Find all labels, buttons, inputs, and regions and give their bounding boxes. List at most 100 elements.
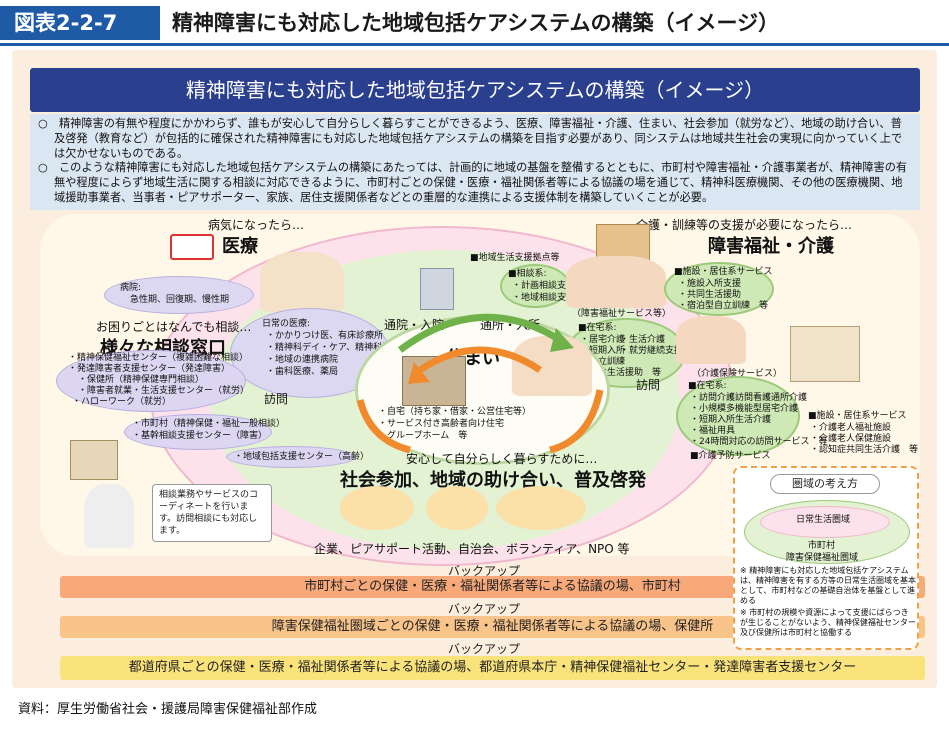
support-base: ■地域生活支援拠点等: [470, 253, 560, 263]
bar-municipal: 市町村ごとの保健・医療・福祉関係者等による協議の場、市町村: [60, 576, 925, 598]
visit-label-left: 訪問: [264, 392, 289, 406]
care-center-item: ・地域包括支援センター（高齢）: [234, 452, 370, 462]
care-home-title: ■在宅系:: [688, 381, 727, 391]
medical-title: 医療: [222, 236, 258, 257]
area-mid-label: 市町村: [808, 541, 836, 551]
social-prompt: 安心して自分らしく暮らすために…: [406, 452, 598, 466]
hospital-items: 急性期、回復期、慢性期: [130, 295, 230, 305]
home-service-item: ・生活介護: [620, 335, 666, 345]
welfare-service-note: （障害福祉サービス等）: [572, 309, 672, 319]
care-home-item: ・訪問介護: [690, 393, 736, 403]
social-title: 社会参加、地域の助け合い、普及啓発: [340, 470, 646, 491]
welfare-prompt: 介護・訓練等の支援が必要になったら…: [636, 218, 853, 232]
home-service-item: ・就労継続支援: [620, 346, 684, 356]
arrow-visit-left-icon: [356, 399, 411, 454]
care-home-item: ・24時間対応の訪問サービス 等: [690, 437, 828, 447]
consult-item: ・精神保健福祉センター（複雑困難な相談）: [68, 353, 249, 363]
care-home-ellipse: [676, 376, 800, 456]
area-note-2: ※ 市町村の規模や資源によって支援にばらつきが生じることがないよう、精神保健福祉…: [740, 608, 916, 637]
care-home-item: ・小規模多機能型居宅介護: [690, 404, 799, 414]
home-service-title: ■在宅系:: [578, 323, 617, 333]
volunteers-group-icon: [496, 486, 586, 530]
facility-service-item: ・施設入所支援: [678, 279, 742, 289]
intro-paragraph-1: ○ 精神障害の有無や程度にかかわらず、誰もが安心して自分らしく暮らすことができる…: [38, 117, 903, 160]
home-service-item: ・自立訓練: [580, 357, 626, 367]
hospital-ellipse: [104, 276, 254, 314]
consult-service-item: ・地域相談支援: [512, 293, 576, 303]
bar-prefecture: 都道府県ごとの保健・医療・福祉関係者等による協議の場、都道府県本庁・精神保健福祉…: [60, 656, 925, 680]
care-center-ellipse: [226, 446, 356, 468]
arrowhead-icon: [408, 362, 430, 384]
daily-care-item: ・かかりつけ医、有床診療所: [266, 331, 384, 341]
care-facility-item: ・介護老人保健施設: [810, 434, 892, 444]
daily-care-title: 日常の医療:: [262, 319, 311, 329]
care-home-item: ・通所介護: [762, 393, 808, 403]
welfare-title: 障害福祉・介護: [708, 236, 834, 257]
care-home-item: ・訪問看護: [726, 393, 772, 403]
area-outer-label: 障害保健福祉圏域: [786, 553, 859, 563]
diagram-banner: 精神障害にも対応した地域包括ケアシステムの構築（イメージ）: [30, 68, 920, 112]
consult-item: ・障害者就業・生活支援センター（就労）: [78, 386, 250, 396]
area-inner-label: 日常生活圏域: [796, 515, 851, 525]
daily-care-item: ・歯科医療、薬局: [266, 367, 339, 377]
backup-label-3: バックアップ: [448, 642, 521, 656]
care-insurance-note: （介護保険サービス）: [692, 369, 783, 379]
daily-care-item: ・精神科デイ・ケア、精神科訪問看護: [266, 343, 419, 353]
facility-service-item: ・宿泊型自立訓練 等: [678, 301, 769, 311]
consult-service-item: ・計画相談支援: [512, 281, 576, 291]
arrowhead-icon: [550, 328, 574, 352]
housing-item: ・自宅（持ち家・借家・公営住宅等）: [378, 407, 532, 417]
backup-label-2: バックアップ: [448, 602, 521, 616]
daily-care-item: ・地域の連携病院: [266, 355, 339, 365]
home-service-item: ・短期入所: [580, 346, 626, 356]
consult-item: ・保健所（精神保健専門相談）: [78, 375, 205, 385]
care-home-item: ・福祉用具: [690, 426, 736, 436]
arrow-facility-icon: [418, 346, 542, 373]
visit-label-right: 訪問: [636, 378, 661, 392]
wheelchair-icon: [676, 316, 746, 364]
children-group-icon: [426, 486, 488, 530]
care-workers-icon: [566, 256, 666, 308]
consult-item: ・発達障害者支援センター（発達障害）: [68, 364, 231, 374]
care-facility-title: ■施設・居住系サービス: [808, 411, 907, 421]
area-note-1: ※ 精神障害にも対応した地域包括ケアシステムは、精神障害を有する方等の日常生活圏…: [740, 566, 916, 605]
intro-box: ○ 精神障害の有無や程度にかかわらず、誰もが安心して自分らしく暮らすことができる…: [30, 114, 920, 210]
city-ellipse: [760, 506, 890, 538]
facility-service-item: ・共同生活援助: [678, 290, 742, 300]
hospital-label: 病院:: [120, 283, 142, 293]
city-office-icon: [70, 440, 118, 480]
doctors-icon: [260, 252, 344, 312]
arrow-visit-right-icon: [549, 389, 604, 454]
care-facility-item: ・認知症共同生活介護 等: [810, 445, 919, 455]
housing-item: ・グループホーム 等: [378, 431, 468, 441]
consult-bubble: 相談業務やサービスのコーディネートを行います。訪問相談にも対応します。: [152, 484, 272, 542]
backup-label-1: バックアップ: [448, 564, 521, 578]
source-note: 資料：厚生労働省社会・援護局障害保健福祉部作成: [18, 702, 318, 717]
facility-service-title: ■施設・居住系サービス: [674, 267, 773, 277]
ambulance-icon: [170, 234, 214, 260]
arrow-hospital-icon: [397, 313, 562, 353]
home-service-item: ・居宅介護: [580, 335, 626, 345]
care-home-item: ・短期入所生活介護: [690, 415, 772, 425]
consult-service-title: ■相談系:: [508, 269, 547, 279]
social-items: 企業、ピアサポート活動、自治会、ボランティア、NPO 等: [314, 542, 630, 556]
prevention-service: ■介護予防サービス: [690, 451, 771, 461]
intro-paragraph-2: ○ このような精神障害にも対応した地域包括ケアシステムの構築にあたっては、計画的…: [38, 161, 908, 204]
home-service-item: ・自立生活援助 等: [580, 368, 662, 378]
facility-service-ellipse: [664, 262, 774, 316]
bar-health-area: 障害保健福祉圏域ごとの保健・医療・福祉関係者等による協議の場、保健所: [60, 616, 925, 638]
consult-ellipse: [56, 350, 246, 412]
city-consult-item: ・市町村（精神保健・福祉一般相談）: [132, 419, 286, 429]
consult-prompt: お困りごとはなんでも相談…: [96, 320, 252, 334]
consultant-icon: [84, 484, 134, 548]
area-concept-title: 圏域の考え方: [770, 474, 880, 494]
figure-title: 精神障害にも対応した地域包括ケアシステムの構築（イメージ）: [172, 11, 780, 35]
city-consult-ellipse: [124, 414, 272, 450]
medical-prompt: 病気になったら…: [208, 218, 305, 232]
figure-number: 図表2-2-7: [0, 6, 160, 40]
flow-arrows: [356, 313, 604, 454]
care-facility-item: ・介護老人福祉施設: [810, 423, 892, 433]
support-building-icon: [420, 268, 454, 310]
nursing-home-icon: [790, 326, 860, 382]
consult-item: ・ハローワーク（就労）: [72, 397, 172, 407]
